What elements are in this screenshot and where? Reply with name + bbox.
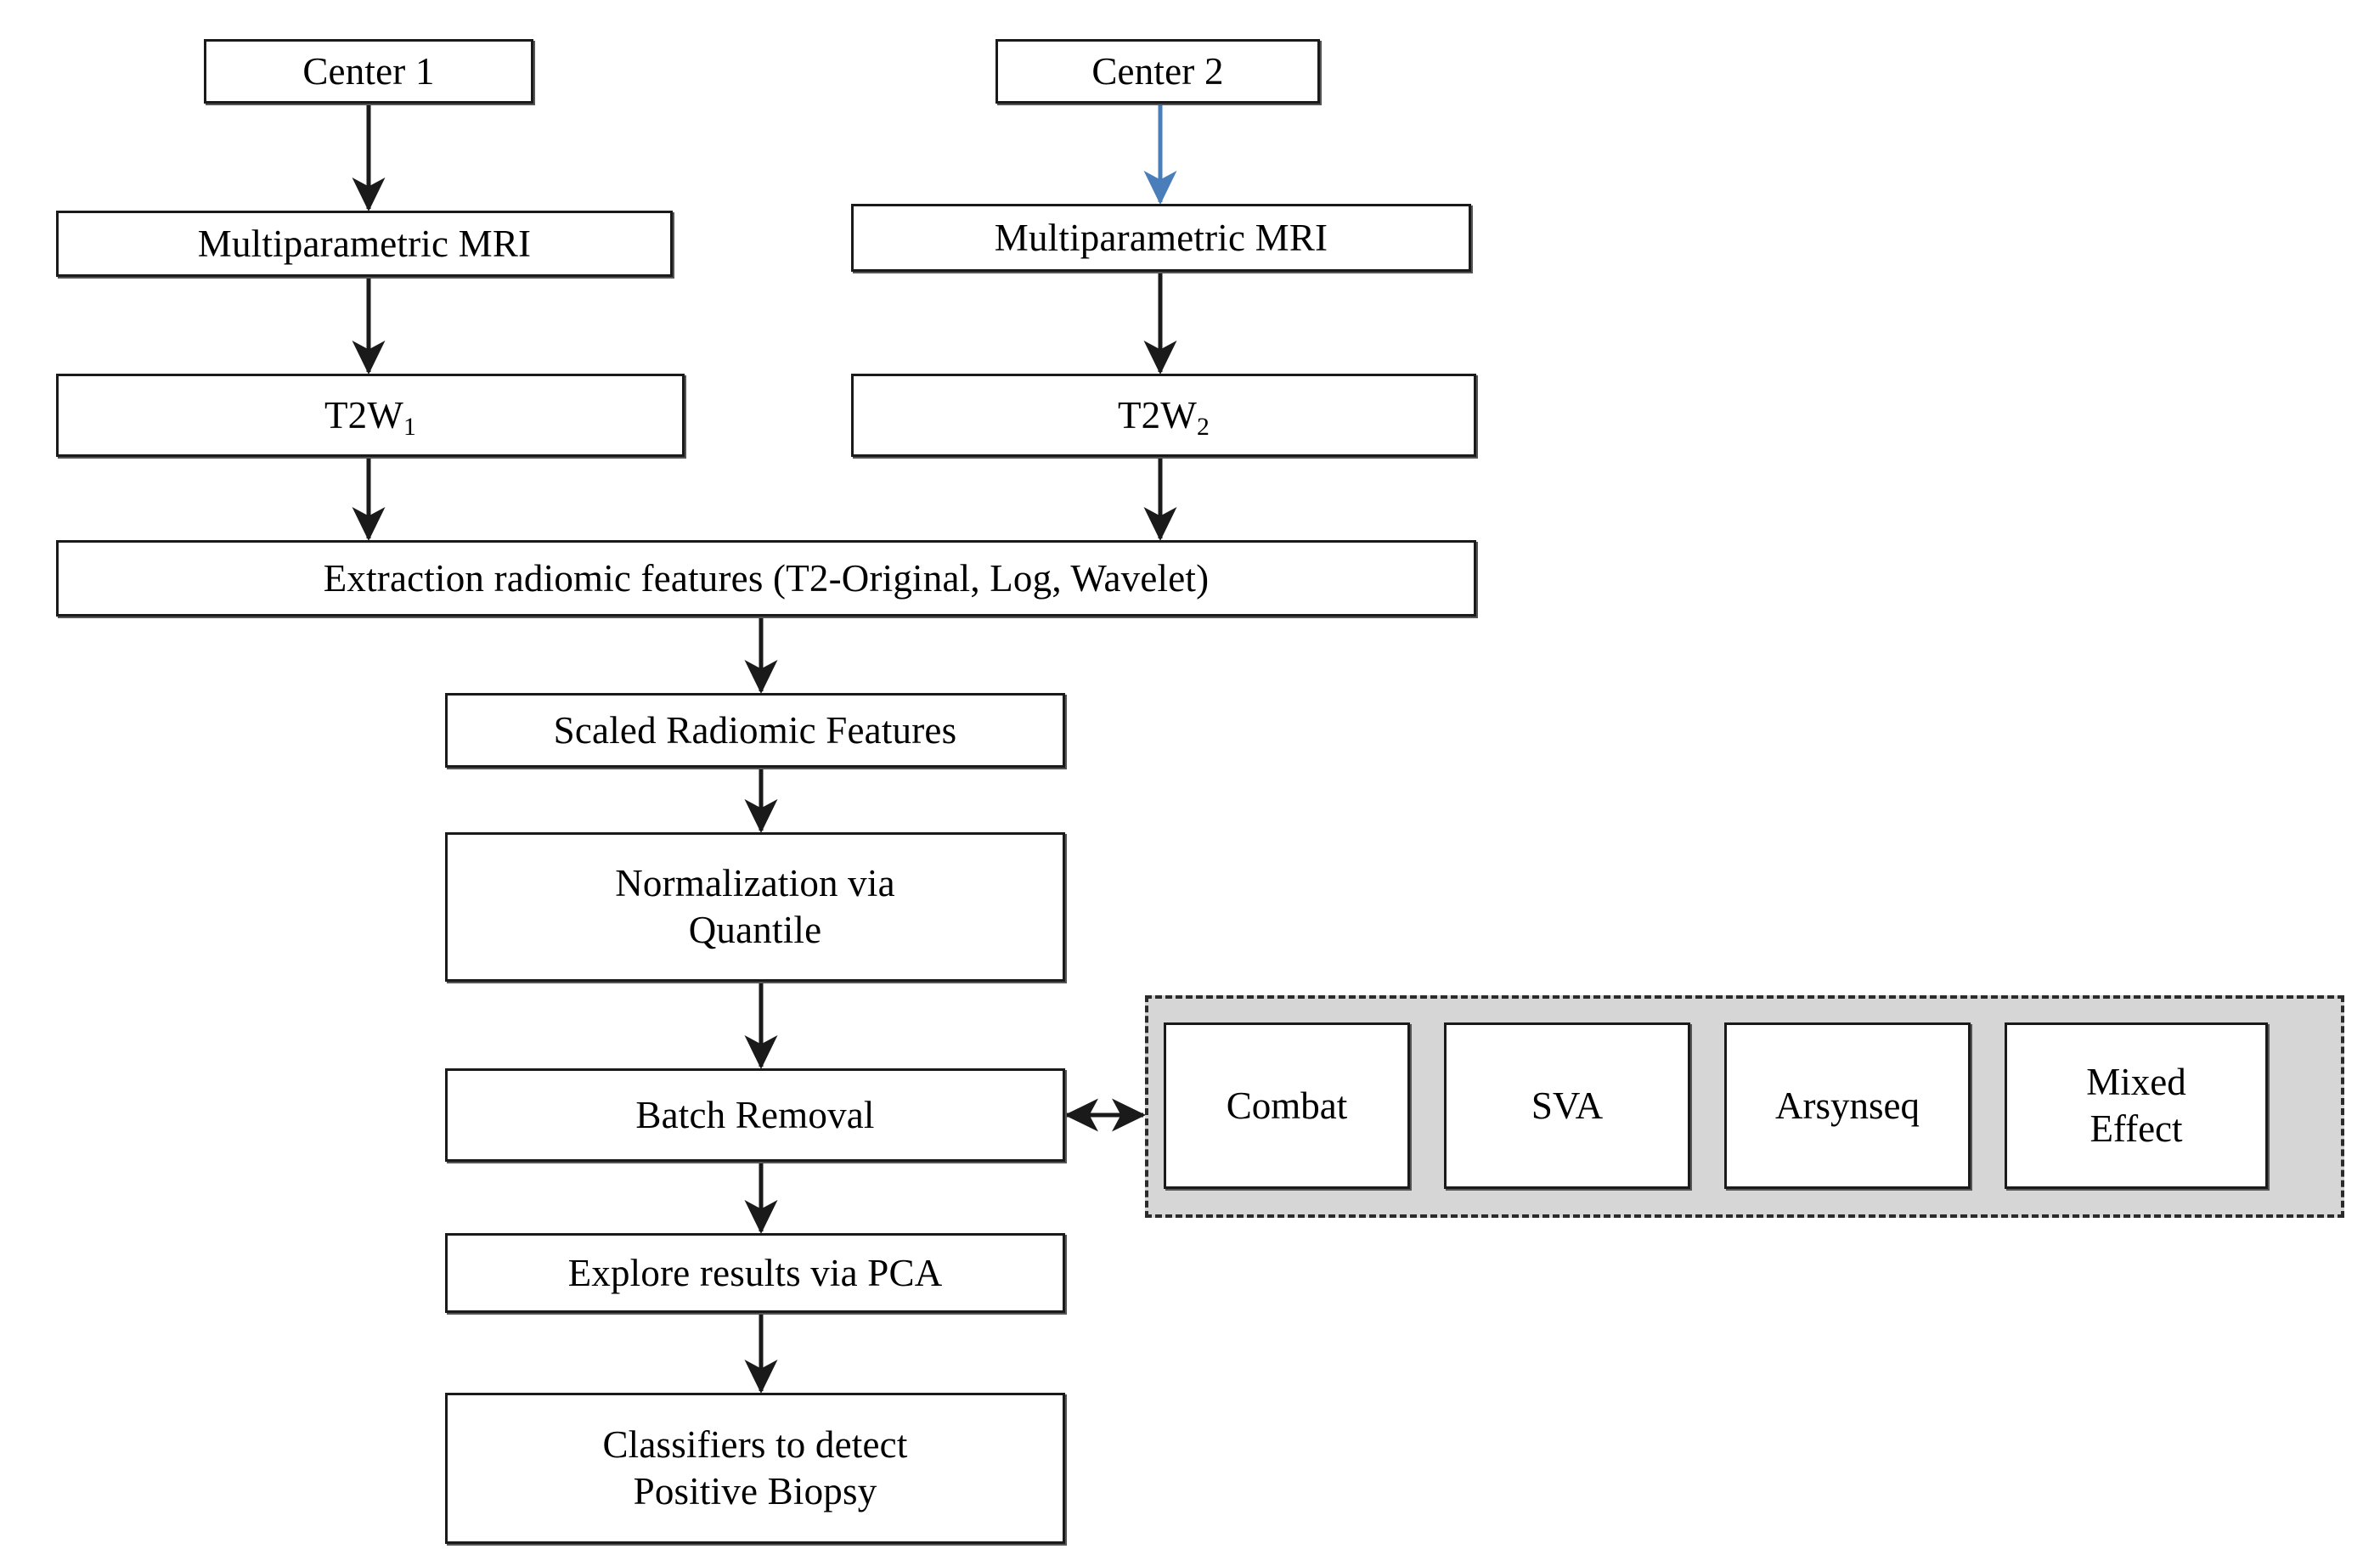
node-pca: Explore results via PCA	[445, 1233, 1065, 1313]
method-label-sva: SVA	[1531, 1084, 1604, 1127]
node-label-mp_mri_2: Multiparametric MRI	[994, 216, 1328, 259]
method-box-arsynseq: Arsynseq	[1724, 1022, 1971, 1189]
node-extraction: Extraction radiomic features (T2-Origina…	[56, 540, 1476, 617]
node-label-normalization: Normalization via Quantile	[615, 862, 895, 951]
method-box-mixed: Mixed Effect	[2005, 1022, 2268, 1189]
method-box-sva: SVA	[1444, 1022, 1690, 1189]
node-label-center1: Center 1	[302, 49, 435, 93]
method-label-mixed: Mixed Effect	[2086, 1061, 2186, 1150]
node-label-scaled: Scaled Radiomic Features	[553, 708, 957, 752]
node-batch_removal: Batch Removal	[445, 1068, 1065, 1162]
batch-removal-methods-panel: Combat SVA Arsynseq Mixed Effect	[1145, 995, 2344, 1218]
node-label-batch_removal: Batch Removal	[635, 1093, 875, 1136]
method-label-arsynseq: Arsynseq	[1775, 1084, 1920, 1127]
node-scaled: Scaled Radiomic Features	[445, 693, 1065, 768]
node-label-t2w1: T2W1	[324, 393, 417, 442]
node-subscript-t2w1: 1	[403, 414, 417, 442]
node-subscript-t2w2: 2	[1197, 414, 1210, 442]
node-classifiers: Classifiers to detect Positive Biopsy	[445, 1393, 1065, 1544]
node-center2: Center 2	[995, 39, 1320, 104]
node-t2w2: T2W2	[851, 374, 1476, 457]
method-box-combat: Combat	[1164, 1022, 1410, 1189]
node-label-mp_mri_1: Multiparametric MRI	[197, 222, 532, 265]
node-label-pca: Explore results via PCA	[567, 1251, 943, 1294]
node-label-center2: Center 2	[1091, 49, 1224, 93]
node-label-classifiers: Classifiers to detect Positive Biopsy	[602, 1423, 908, 1512]
node-label-extraction: Extraction radiomic features (T2-Origina…	[323, 556, 1210, 600]
methods-container: Combat SVA Arsynseq Mixed Effect	[1148, 999, 2341, 1214]
node-center1: Center 1	[204, 39, 533, 104]
node-mp_mri_2: Multiparametric MRI	[851, 204, 1471, 272]
node-normalization: Normalization via Quantile	[445, 832, 1065, 982]
method-label-combat: Combat	[1226, 1084, 1348, 1127]
node-mp_mri_1: Multiparametric MRI	[56, 211, 673, 277]
node-t2w1: T2W1	[56, 374, 685, 457]
node-label-t2w2: T2W2	[1117, 393, 1210, 442]
